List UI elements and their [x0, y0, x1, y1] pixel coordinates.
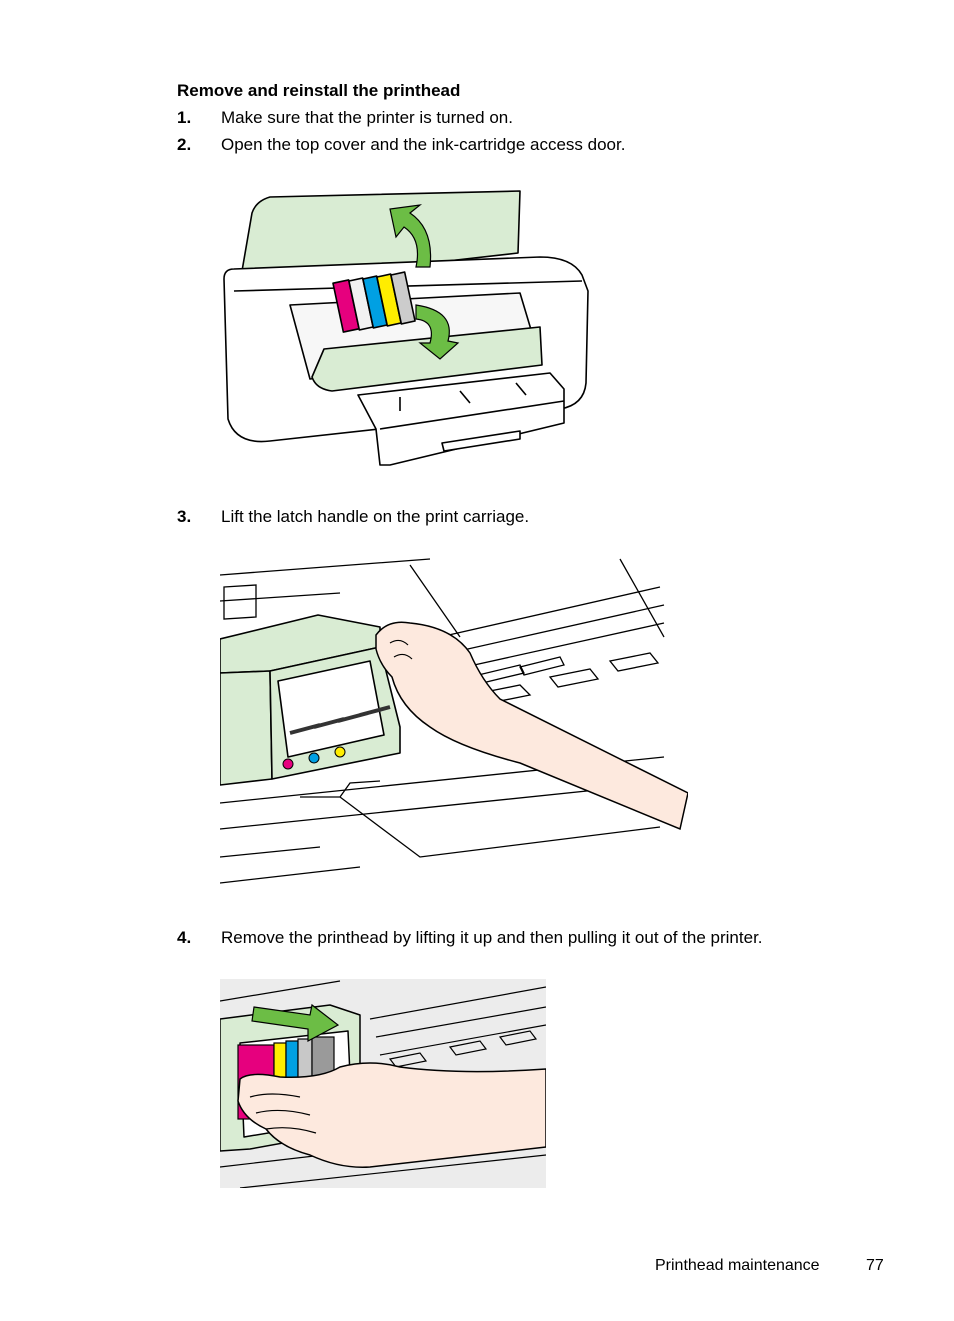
- section-heading: Remove and reinstall the printhead: [177, 81, 461, 100]
- step-text: Lift the latch handle on the print carri…: [221, 507, 530, 526]
- step-text: Open the top cover and the ink-cartridge…: [221, 135, 626, 154]
- yellow-dot: [334, 746, 346, 758]
- step-text: Remove the printhead by lifting it up an…: [221, 928, 763, 947]
- magenta-dot: [282, 758, 294, 770]
- step-number: 4.: [177, 928, 192, 947]
- cyan-dot: [308, 752, 320, 764]
- carriage-latch-illustration: [220, 558, 688, 884]
- step-number: 3.: [177, 507, 192, 526]
- page-number: 77: [866, 1257, 884, 1274]
- step-number: 1.: [177, 108, 192, 127]
- footer-section-title: Printhead maintenance: [655, 1257, 820, 1274]
- printer-open-cover-illustration: [223, 190, 589, 466]
- step-number: 2.: [177, 135, 192, 154]
- step-text: Make sure that the printer is turned on.: [221, 108, 513, 127]
- printhead-removal-illustration: [220, 979, 546, 1188]
